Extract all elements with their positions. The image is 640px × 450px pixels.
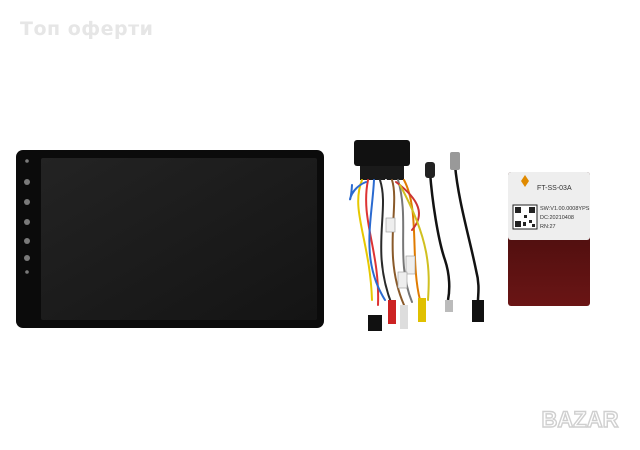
brand-logo-icon	[521, 175, 529, 187]
volume-down-icon	[24, 255, 30, 261]
bazar-logo: BAZAR	[541, 406, 620, 432]
reset-icon	[25, 270, 29, 274]
antenna-adapter	[428, 164, 480, 301]
home-icon	[24, 199, 30, 205]
volume-up-icon	[24, 238, 30, 244]
rca-plug-white	[400, 305, 408, 329]
power-icon	[24, 179, 30, 185]
module-rn: RN:27	[540, 224, 556, 230]
module-model: FT-SS-03A	[537, 185, 572, 192]
head-unit	[16, 150, 324, 328]
wiring-harness	[349, 140, 430, 331]
mic-icon	[25, 159, 29, 163]
harness-connector	[354, 140, 410, 166]
module-date-code: DC:20210408	[540, 215, 574, 221]
back-icon	[24, 219, 30, 225]
rca-plug-red	[388, 300, 396, 324]
head-unit-screen	[41, 158, 317, 320]
bazar-logo-text: BAZAR	[542, 407, 619, 432]
qr-code-icon	[512, 204, 538, 230]
side-buttons	[24, 159, 30, 274]
module-sw-version: SW:V1.00.0008YPS	[540, 206, 590, 212]
watermark-text: Топ оферти	[20, 18, 154, 40]
canbus-module: FT-SS-03A SW:V1.00.0008YPS DC:20210408 R…	[508, 172, 590, 306]
rca-plug-yellow	[418, 298, 426, 322]
